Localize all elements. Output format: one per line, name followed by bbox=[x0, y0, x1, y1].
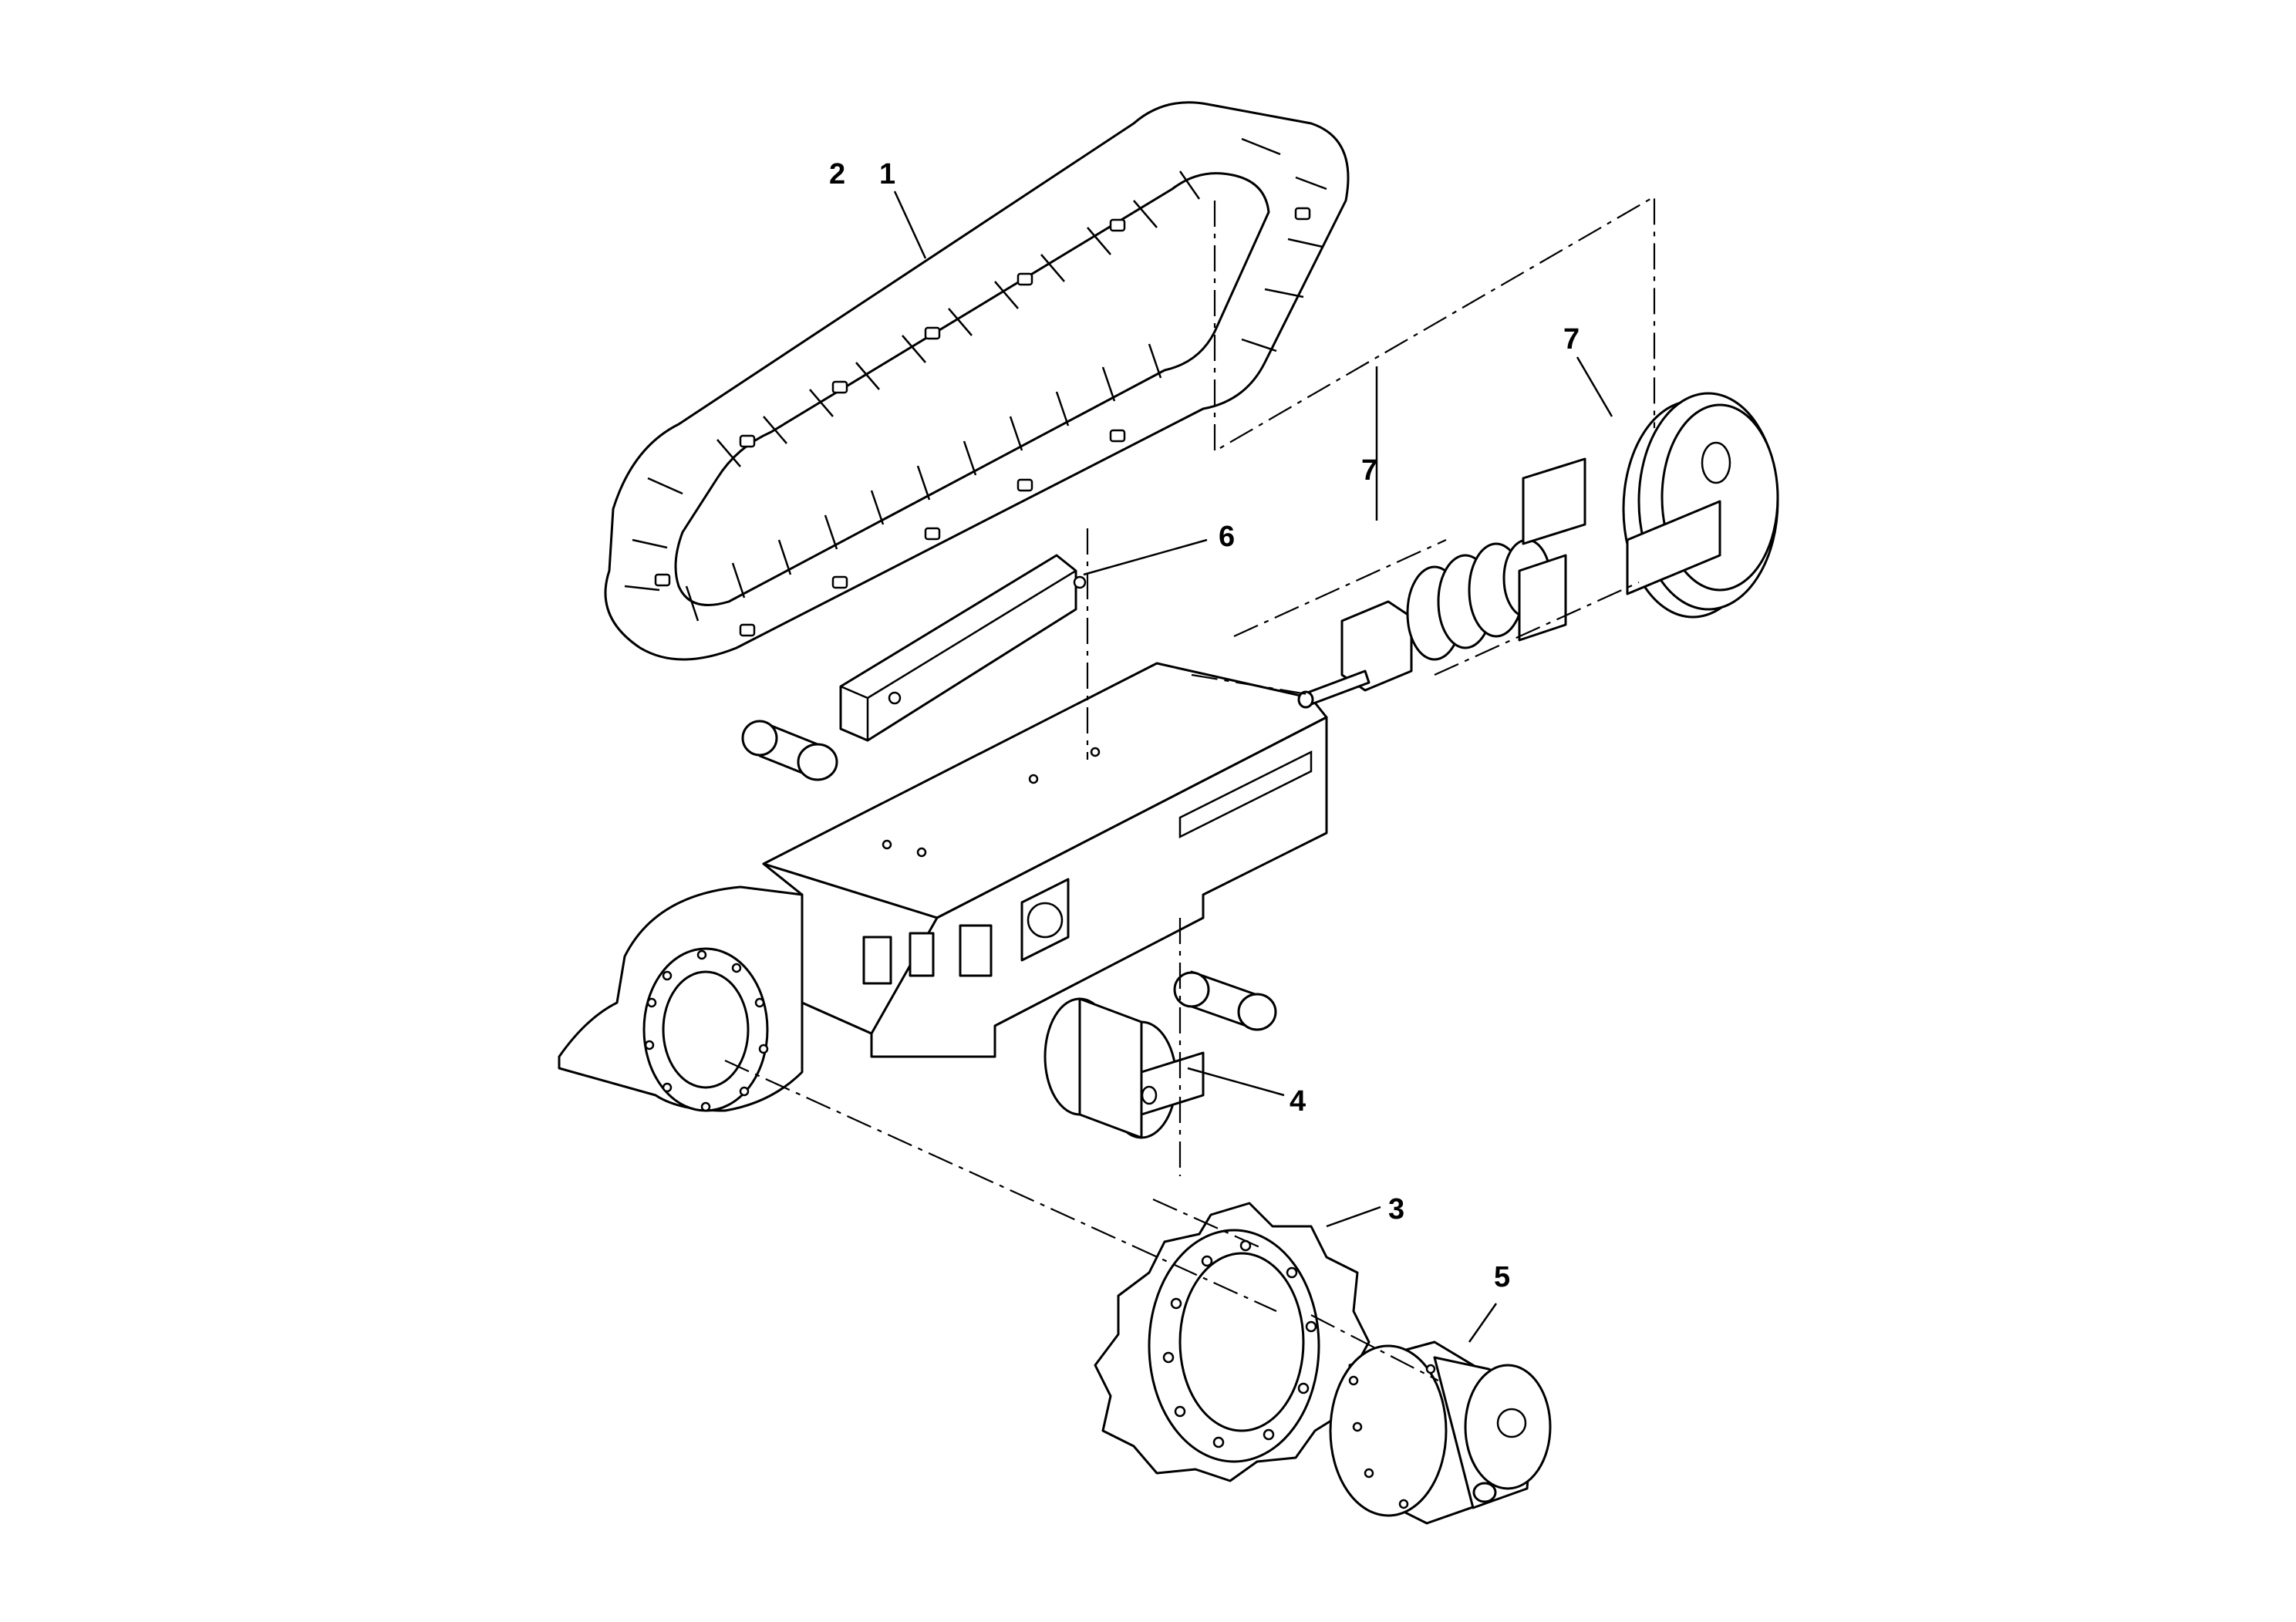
callout-7-tensioner: 7 bbox=[1361, 454, 1377, 487]
track-frame bbox=[762, 662, 1328, 1058]
wear-strip bbox=[839, 554, 1087, 742]
drive-sprocket bbox=[1094, 1202, 1371, 1482]
callout-1: 1 bbox=[879, 158, 895, 191]
track-chain bbox=[604, 101, 1350, 661]
callout-3: 3 bbox=[1388, 1193, 1404, 1226]
callout-6: 6 bbox=[1219, 521, 1235, 553]
callout-4: 4 bbox=[1290, 1085, 1306, 1118]
callouts: 1 2 3 4 5 6 7 7 bbox=[829, 158, 1580, 1293]
bushing-upper bbox=[741, 720, 838, 781]
bushing-lower bbox=[1173, 970, 1277, 1031]
assembly-center-lines bbox=[724, 195, 1656, 1381]
leader-lines bbox=[893, 191, 1613, 1343]
callout-2: 2 bbox=[829, 158, 845, 191]
sprocket-housing bbox=[558, 885, 804, 1112]
callout-5: 5 bbox=[1494, 1261, 1510, 1293]
callout-7-idler: 7 bbox=[1563, 323, 1580, 356]
tensioner-spring-assembly bbox=[1297, 538, 1567, 709]
front-idler-wheel bbox=[1522, 392, 1779, 619]
track-roller bbox=[1043, 997, 1205, 1139]
travel-motor bbox=[1329, 1340, 1552, 1525]
